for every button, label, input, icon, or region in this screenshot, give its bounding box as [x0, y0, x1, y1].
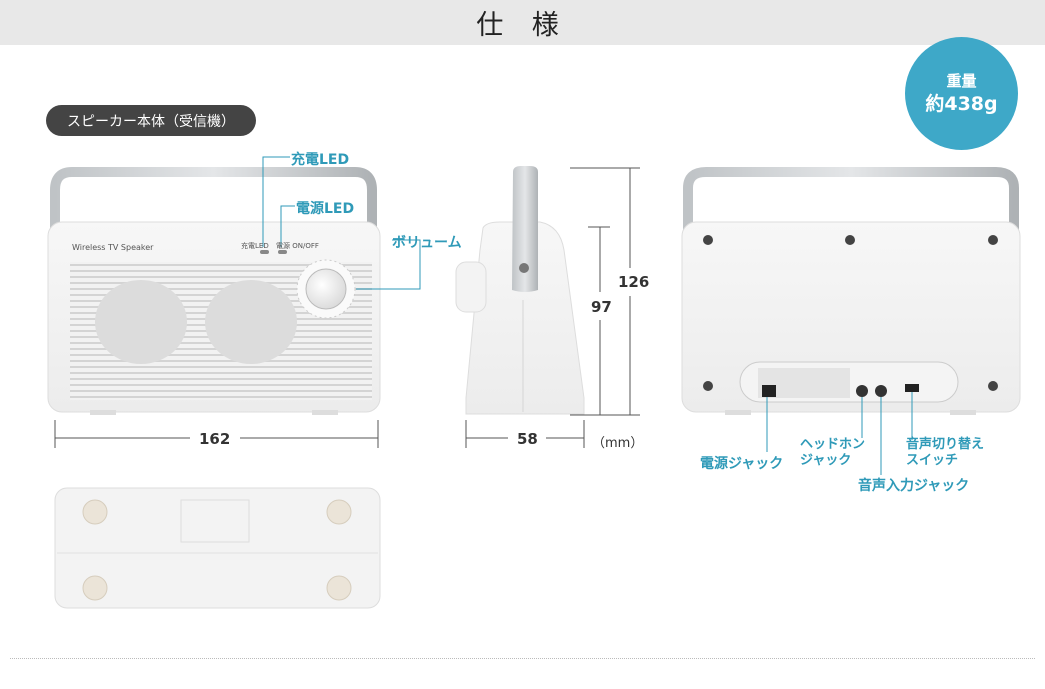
volume-callout: ボリューム: [392, 235, 462, 251]
charge-led-icon: [260, 250, 269, 254]
audio-in-jack-callout: 音声入力ジャック: [858, 478, 970, 494]
foot-icon: [326, 499, 352, 525]
screw-icon: [703, 235, 713, 245]
device-power-print: 電源 ON/OFF: [276, 242, 319, 250]
side-body: [465, 221, 585, 415]
side-handle: [512, 166, 538, 292]
device-brand-print: Wireless TV Speaker: [72, 243, 154, 252]
section-tag: スピーカー本体（受信機）: [46, 105, 256, 136]
power-led-callout: 電源LED: [296, 201, 355, 217]
switch-callout-line1: 音声切り替え: [906, 437, 985, 452]
bottom-view: [54, 487, 381, 609]
power-jack-icon: [762, 385, 776, 397]
front-handle: [50, 167, 377, 245]
foot-icon: [82, 499, 108, 525]
unit-label: （mm）: [592, 436, 644, 451]
foot-icon: [82, 575, 108, 601]
switch-icon: [905, 384, 919, 392]
headphone-jack-icon: [856, 385, 868, 397]
left-driver: [95, 280, 187, 364]
screw-icon: [988, 235, 998, 245]
footer-divider: [10, 658, 1035, 659]
switch-callout: 音声切り替え スイッチ: [906, 437, 984, 469]
side-view: [455, 166, 585, 415]
headphone-jack-callout-line2: ジャック: [800, 453, 852, 468]
headphone-jack-callout-line1: ヘッドホン: [800, 437, 866, 452]
headphone-jack-callout: ヘッドホン ジャック: [800, 437, 865, 469]
weight-label: 重量: [946, 71, 977, 90]
section-tag-label: スピーカー本体（受信機）: [67, 113, 235, 130]
side-knob: [455, 261, 487, 313]
screw-icon: [988, 381, 998, 391]
back-view: [681, 167, 1021, 415]
height-body-dimension: 97: [591, 298, 612, 316]
audio-in-jack-icon: [875, 385, 887, 397]
width-dimension: 162: [199, 430, 231, 448]
power-jack-callout: 電源ジャック: [700, 456, 784, 472]
front-view: [47, 167, 381, 415]
weight-badge: 重量 約438g: [905, 37, 1018, 150]
page-header: 仕 様: [0, 0, 1045, 45]
power-led-icon: [278, 250, 287, 254]
volume-knob-icon: [305, 268, 347, 310]
screw-icon: [845, 235, 855, 245]
device-charge-led-print: 充電LED: [241, 242, 269, 250]
right-driver: [205, 280, 297, 364]
screw-icon: [703, 381, 713, 391]
depth-dimension: 58: [517, 430, 538, 448]
switch-callout-line2: スイッチ: [906, 453, 959, 468]
page-title: 仕 様: [476, 10, 569, 41]
height-total-dimension: 126: [618, 273, 650, 291]
weight-value: 約438g: [925, 92, 998, 115]
foot-icon: [326, 575, 352, 601]
charge-led-callout: 充電LED: [291, 152, 350, 168]
